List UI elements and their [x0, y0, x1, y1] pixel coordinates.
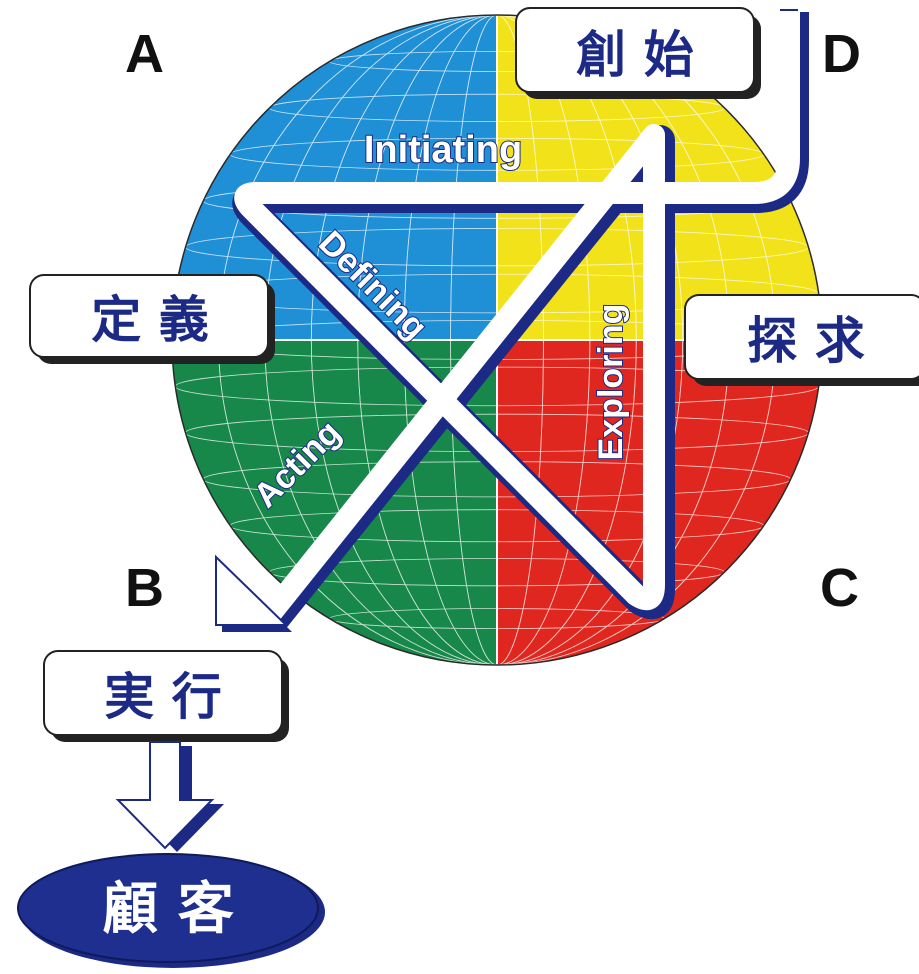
box-label-defining: 定 義 [91, 291, 208, 349]
customer-label: 顧 客 [102, 877, 234, 942]
corner-label-c: C [820, 558, 859, 618]
path-body [234, 8, 800, 624]
corner-letters: A D B C [125, 24, 861, 618]
box-defining: 定 義 [29, 274, 275, 364]
box-acting: 実 行 [43, 650, 289, 742]
process-path [215, 8, 809, 632]
path-label-exploring: Exploring [592, 304, 630, 461]
down-arrow-body [115, 741, 215, 850]
box-exploring: 探 求 [684, 294, 919, 386]
path-arrowhead [215, 554, 289, 626]
corner-label-b: B [125, 558, 164, 618]
down-arrow [115, 741, 224, 852]
box-label-initiating: 創 始 [576, 26, 693, 84]
corner-label-d: D [822, 24, 861, 84]
box-initiating: 創 始 [515, 7, 761, 99]
customer-ellipse: 顧 客 [17, 853, 325, 968]
box-label-exploring: 探 求 [747, 312, 864, 370]
corner-label-a: A [125, 24, 164, 84]
path-label-initiating: Initiating [364, 129, 522, 171]
box-label-acting: 実 行 [104, 668, 221, 726]
